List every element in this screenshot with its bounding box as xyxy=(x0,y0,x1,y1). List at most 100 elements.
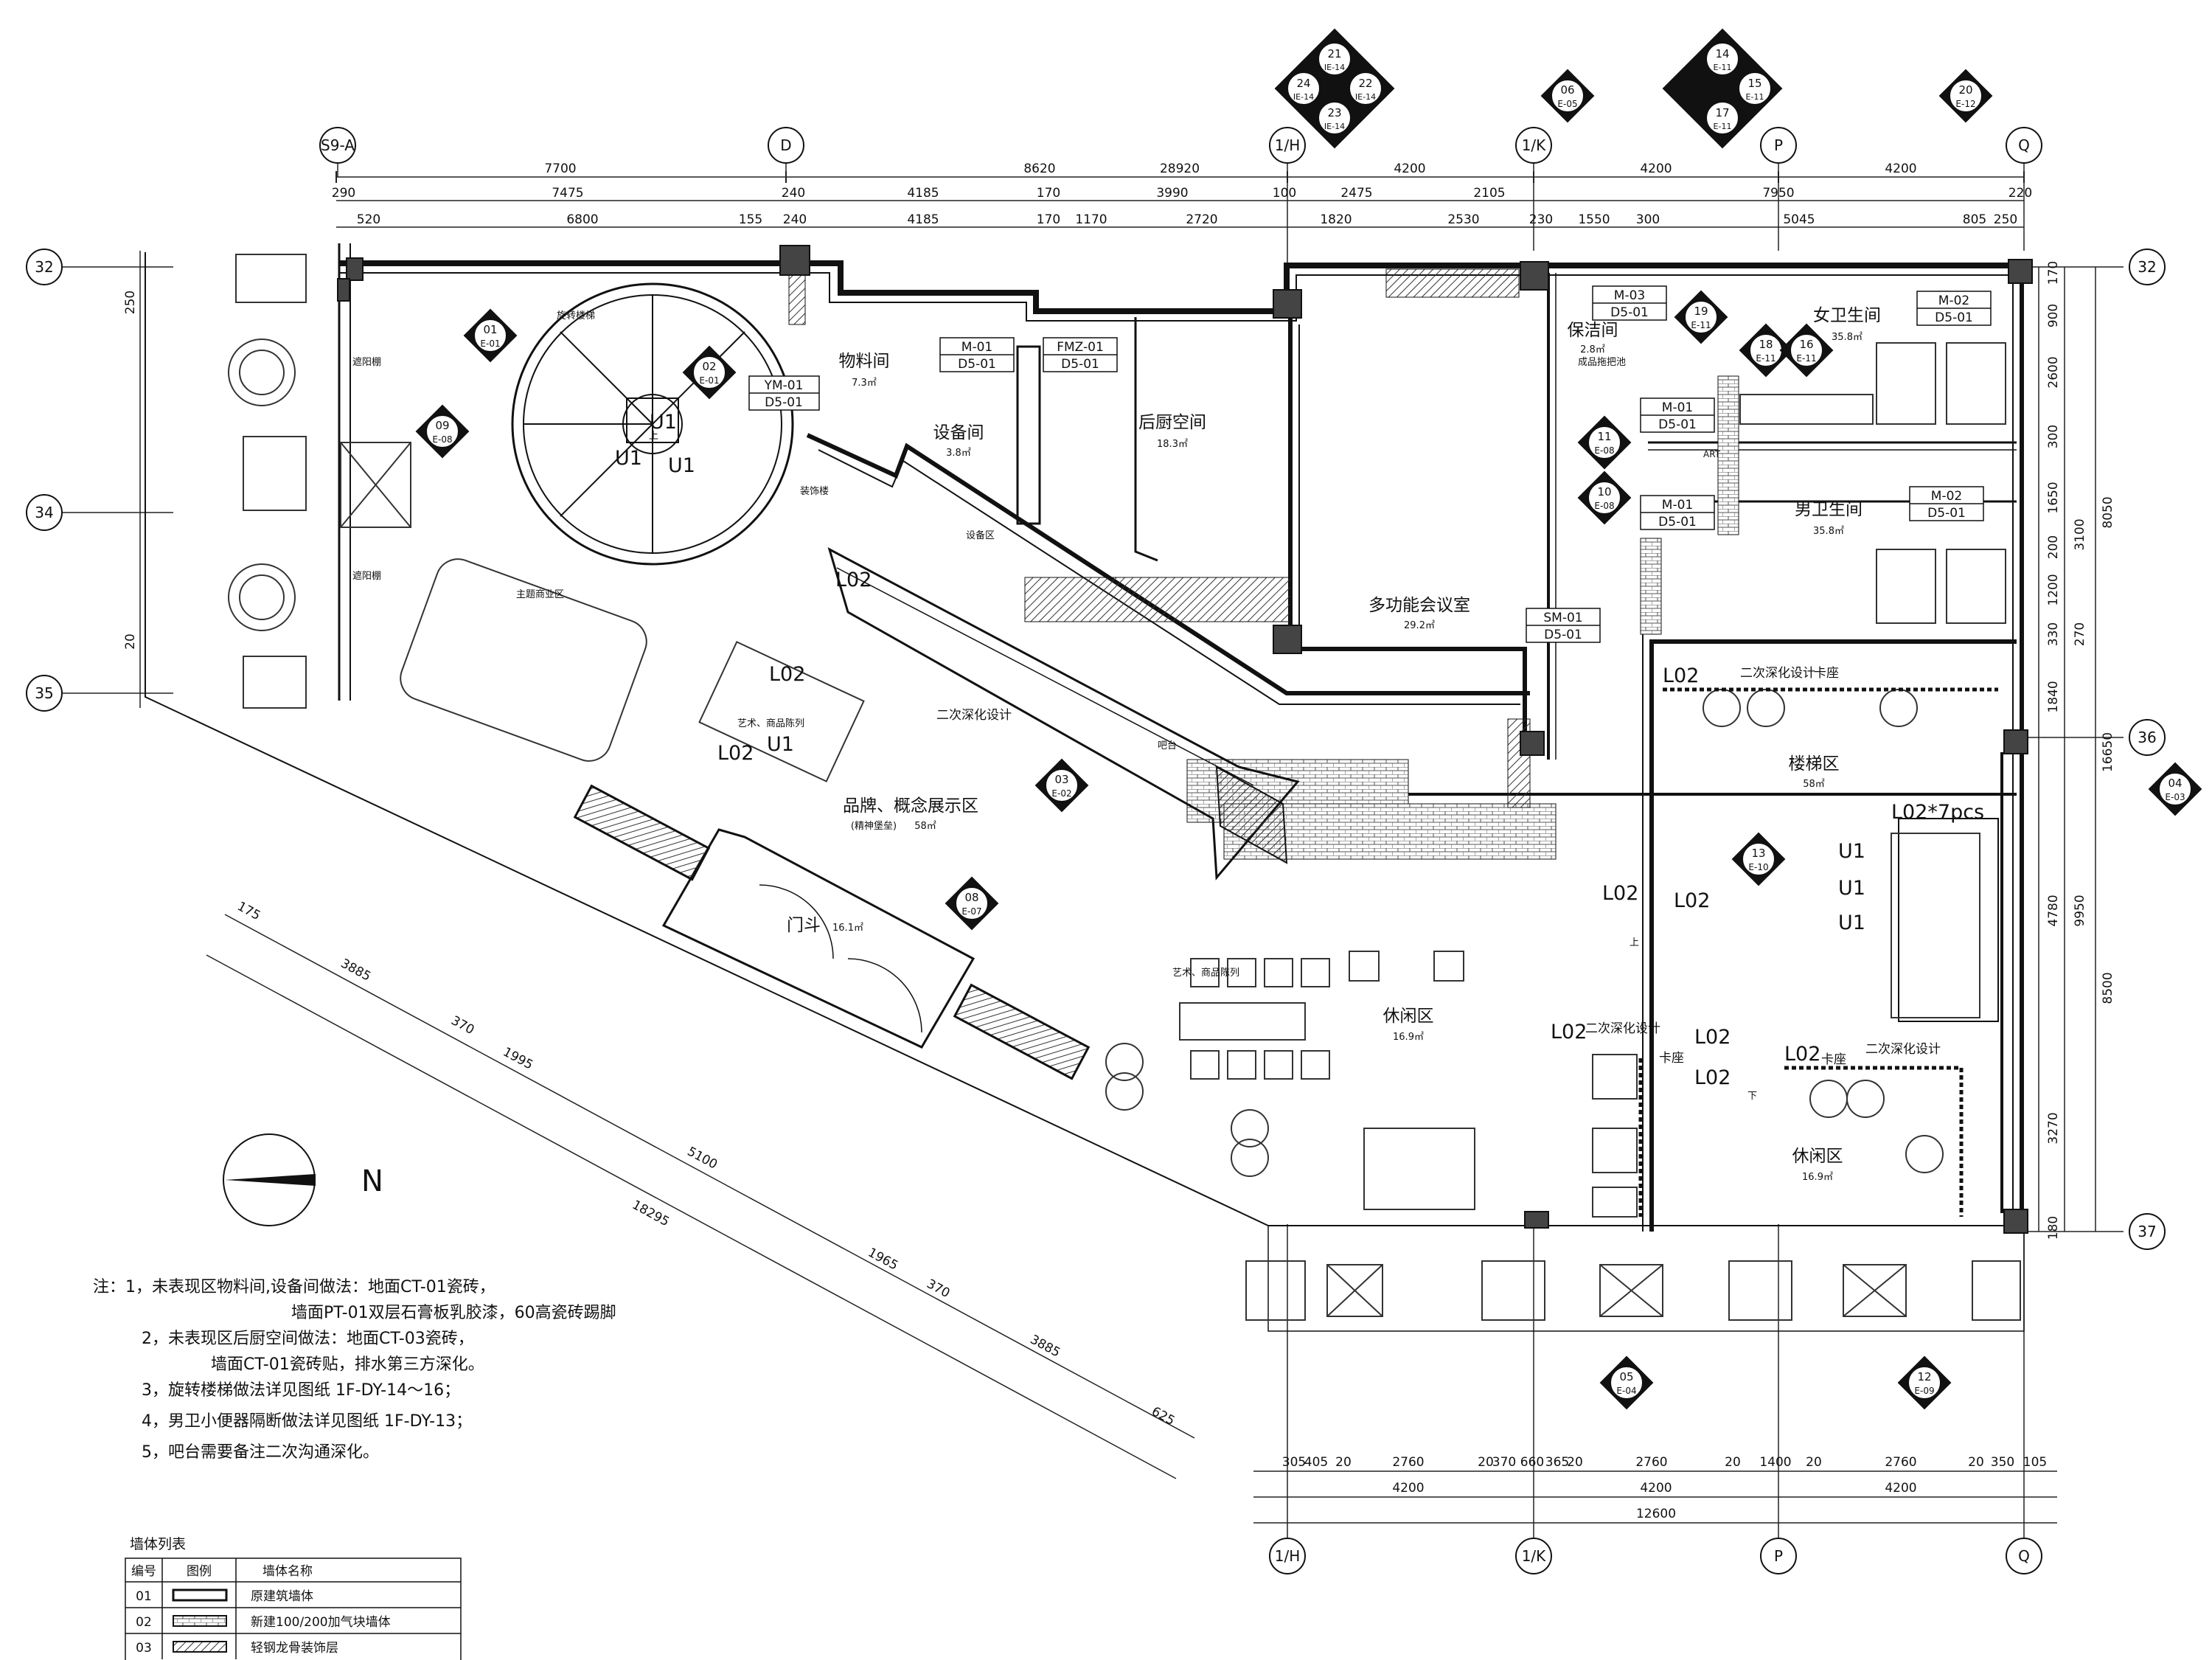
axis-label: D xyxy=(780,136,791,154)
marker-ref: E-10 xyxy=(1748,862,1768,872)
dim: 20 xyxy=(1567,1455,1583,1470)
light-label: L02 xyxy=(769,663,805,686)
dim: 175 xyxy=(234,899,262,923)
dim: 1170 xyxy=(1075,212,1107,227)
dim: 4200 xyxy=(1392,1481,1424,1496)
room-area: 35.8㎡ xyxy=(1813,526,1844,537)
dim: 660 xyxy=(1520,1455,1544,1470)
marker-num: 08 xyxy=(964,891,978,904)
door-code: FMZ-01 xyxy=(1057,340,1104,355)
tables-and-chairs xyxy=(400,558,1944,1218)
dim: 2760 xyxy=(1885,1455,1916,1470)
dim: 220 xyxy=(2008,186,2032,201)
room-area: 58㎡ xyxy=(914,821,936,832)
marker-num: 05 xyxy=(1619,1370,1633,1383)
door-code: M-02 xyxy=(1931,489,1962,504)
legend-header: 墙体名称 xyxy=(262,1564,313,1579)
outdoor-seating-bottom xyxy=(1245,1260,2021,1321)
room-area: 16.9㎡ xyxy=(1802,1172,1833,1183)
room-name: 门斗 xyxy=(787,916,821,935)
door-spec: D5-01 xyxy=(1927,506,1966,521)
marker-num: 24 xyxy=(1296,77,1310,90)
room-area: 35.8㎡ xyxy=(1832,332,1863,343)
note-line: 4，男卫小便器隔断做法详见图纸 1F-DY-13； xyxy=(142,1412,472,1431)
dim: 230 xyxy=(1529,212,1553,227)
legend-no: 01 xyxy=(136,1589,152,1604)
light-label: U1 xyxy=(1838,877,1865,900)
marker-num: 15 xyxy=(1747,77,1761,90)
marker-ref: E-08 xyxy=(1594,445,1614,456)
marker-ref: E-08 xyxy=(432,434,452,445)
legend-header: 图例 xyxy=(187,1564,212,1579)
legend-header: 编号 xyxy=(131,1564,156,1579)
room-sub: (精神堡垒) xyxy=(851,820,897,832)
dim: 180 xyxy=(2046,1216,2061,1240)
dim: 6800 xyxy=(566,212,598,227)
marker-ref: E-01 xyxy=(480,338,500,349)
marker-ref: E-11 xyxy=(1691,320,1711,330)
room-name: 设备间 xyxy=(933,423,984,442)
light-label: U1 xyxy=(650,411,677,434)
marker-num: 22 xyxy=(1358,77,1372,90)
room-area: 16.9㎡ xyxy=(1393,1032,1424,1043)
light-label: L02 xyxy=(835,569,872,591)
dim: 900 xyxy=(2046,304,2061,327)
light-label: L02 xyxy=(717,742,754,765)
legend-no: 02 xyxy=(136,1615,152,1630)
top-dim-text-2: 290 7475 240 4185 170 3990 100 2475 2105… xyxy=(332,186,2032,201)
room-area: 18.3㎡ xyxy=(1157,439,1188,450)
room-name: 后厨空间 xyxy=(1138,413,1206,432)
marker-ref: E-09 xyxy=(1914,1386,1934,1396)
label: 二次深化设计 xyxy=(1585,1021,1660,1036)
axis-labels: S9-A D 1/H 1/K P Q 1/H 1/K P Q 32 34 35 … xyxy=(35,136,2156,1565)
legend-name: 新建100/200加气块墙体 xyxy=(251,1615,391,1630)
label: 卡座 xyxy=(1821,1052,1846,1067)
lighting-labels: L02 L02 L02 U1 U1 U1 U1 L02 L02 L02 L02 … xyxy=(615,411,1865,1089)
dim: 4780 xyxy=(2046,895,2061,926)
legend-name: 原建筑墙体 xyxy=(251,1589,313,1604)
dim: 200 xyxy=(2046,535,2061,559)
dim: 3885 xyxy=(1028,1333,1063,1361)
legend-swatch-original xyxy=(172,1588,228,1602)
axis-label: 34 xyxy=(35,504,53,521)
diagonal-dimensions xyxy=(206,914,1195,1479)
marker-ref: E-03 xyxy=(2165,792,2185,802)
marker-ref: E-11 xyxy=(1796,353,1816,364)
dim: 3270 xyxy=(2046,1112,2061,1144)
label: 艺术、商品陈列 xyxy=(737,718,804,729)
top-dimensions xyxy=(335,171,2025,228)
label: 二次深化设计 xyxy=(1865,1042,1941,1057)
room-name: 品牌、概念展示区 xyxy=(843,796,978,816)
door-spec: D5-01 xyxy=(1061,357,1099,372)
axis-lines xyxy=(62,155,2124,1538)
axis-label: 1/K xyxy=(1522,1547,1546,1565)
axis-label: Q xyxy=(2018,1547,2030,1565)
door-code: SM-01 xyxy=(1543,611,1582,625)
dim: 2475 xyxy=(1340,186,1372,201)
marker-num: 13 xyxy=(1751,847,1765,860)
dim: 12600 xyxy=(1636,1507,1676,1521)
room-area: 7.3㎡ xyxy=(852,378,877,389)
bottom-dim-text: 305 405 20 2760 20 370 660 365 20 2760 2… xyxy=(1282,1455,2047,1521)
dim: 2720 xyxy=(1186,212,1217,227)
marker-num: 19 xyxy=(1694,305,1708,318)
dim: 290 xyxy=(332,186,355,201)
label: 主题商业区 xyxy=(516,589,564,600)
door-code: M-01 xyxy=(1662,400,1693,415)
toilet-fixtures xyxy=(1739,342,2006,1018)
dim: 370 xyxy=(1492,1455,1516,1470)
dim: 8050 xyxy=(2101,496,2115,528)
vestibule xyxy=(573,784,1091,1080)
dim: 250 xyxy=(123,291,138,314)
dim: 155 xyxy=(739,212,762,227)
door-code: M-01 xyxy=(961,340,992,355)
legend-swatch-block xyxy=(173,1615,227,1627)
label: 遮阳棚 xyxy=(352,356,381,368)
dim: 170 xyxy=(1037,212,1060,227)
light-label: U1 xyxy=(668,454,695,477)
axis-label: Q xyxy=(2018,136,2030,154)
dim: 4200 xyxy=(1640,1481,1672,1496)
label: ART xyxy=(1703,449,1721,459)
dim: 370 xyxy=(924,1277,952,1301)
dim: 3885 xyxy=(338,956,374,984)
